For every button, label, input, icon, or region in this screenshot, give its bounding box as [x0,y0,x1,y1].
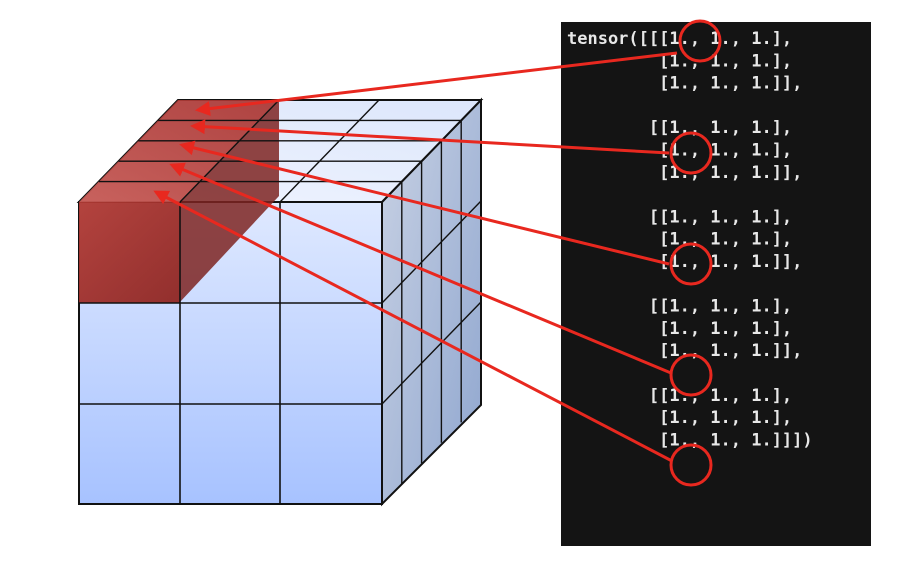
highlight-circle [678,19,722,63]
highlight-top-strip [79,100,279,202]
pointer-arrow [179,140,670,266]
pointer-arrow [169,162,672,375]
pointer-arrow [190,119,670,155]
front-grid [79,202,382,504]
highlight-circle [669,131,713,175]
terminal-panel [561,22,871,546]
terminal-line: [1., 1., 1.]], [567,74,802,94]
terminal-line: [1., 1., 1.], [567,51,792,71]
highlight-circle [669,443,713,487]
terminal-line: [1., 1., 1.]], [567,341,802,361]
tensor-cube [76,97,484,507]
terminal-line: [1., 1., 1.]]]) [567,430,813,450]
highlight-depth-shadow [180,100,279,302]
terminal-line: [[1., 1., 1.], [567,297,792,317]
terminal-line: [[1., 1., 1.], [567,386,792,406]
pointer-arrow [153,190,673,463]
terminal-line: [[1., 1., 1.], [567,118,792,138]
terminal-line: [1., 1., 1.], [567,408,792,428]
side-grid [381,120,482,484]
terminal-line: [1., 1., 1.]], [567,252,802,272]
highlight-front-cell [79,202,180,303]
pointer-arrow [195,51,678,117]
highlight-circle [669,242,713,286]
terminal-line: [1., 1., 1.], [567,319,792,339]
terminal-line: [1., 1., 1.], [567,141,792,161]
terminal-output: tensor([[[1., 1., 1.], [1., 1., 1.], [1.… [567,29,813,450]
top-grid [99,99,462,203]
annotation-markers [153,19,722,487]
highlight-circle [669,353,713,397]
terminal-line: [[1., 1., 1.], [567,207,792,227]
terminal-line: [1., 1., 1.], [567,230,792,250]
